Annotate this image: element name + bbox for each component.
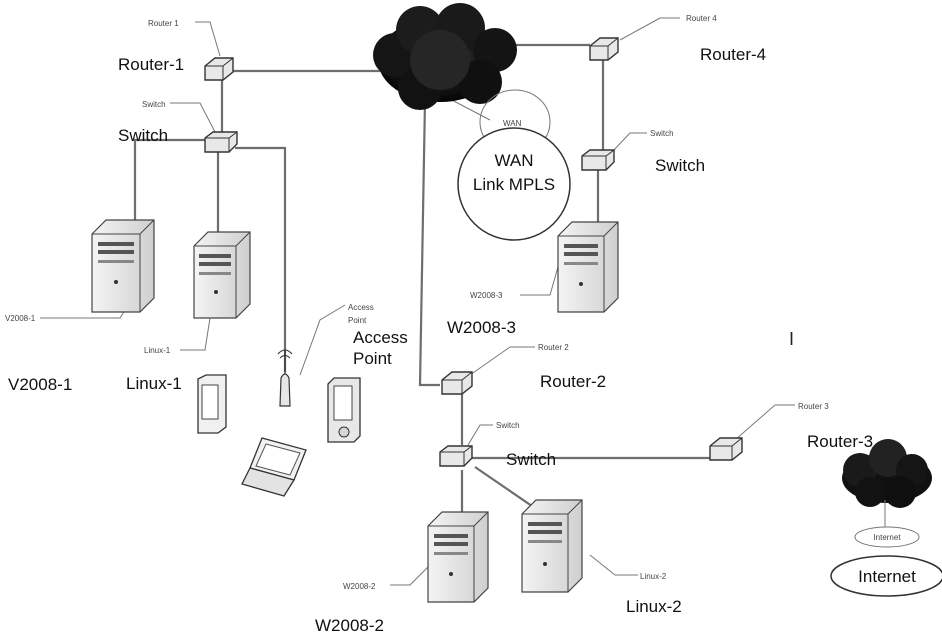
router2-icon [441,371,473,395]
laptop-icon [241,437,307,497]
text-cursor-mark: I [789,329,794,349]
access-point-small-label-2: Point [348,316,367,325]
linux1-small-label: Linux-1 [144,346,171,355]
router4-small-label: Router 4 [686,14,717,23]
v2008-1-server-icon [91,219,155,313]
v2008-1-small-label: V2008-1 [5,314,36,323]
router3-small-label: Router 3 [798,402,829,411]
leader-lines [40,17,795,586]
w2008-2-small-label: W2008-2 [343,582,376,591]
access-point-label-1: Access [353,328,408,347]
switch2-icon [439,445,473,467]
tablet-icon [197,374,227,434]
router4-icon [589,37,619,61]
linux2-small-label: Linux-2 [640,572,667,581]
router3-label: Router-3 [807,432,873,451]
link-cloud-router2 [418,99,440,387]
wan-small-label: WAN [503,119,522,128]
access-point-small-label-1: Access [348,303,374,312]
switch1-label: Switch [118,126,168,145]
linux2-label: Linux-2 [626,597,682,616]
w2008-3-server-icon [557,221,619,313]
w2008-2-server-icon [427,511,489,603]
internet-small-ellipse [854,526,920,548]
switch4-label: Switch [655,156,705,175]
wan-circle [457,127,571,241]
linux1-server-icon [193,231,251,319]
switch2-label: Switch [506,450,556,469]
internet-ellipse [830,555,942,597]
v2008-1-label: V2008-1 [8,375,72,394]
wan-label-line2: Link MPLS [473,175,555,194]
wan-label-line1: WAN [494,151,533,170]
link-cloud-wan [447,97,491,121]
router3-icon [709,437,743,461]
switch1-icon [204,131,238,153]
w2008-2-label: W2008-2 [315,616,384,635]
small-labels: Router 1 Switch Router 4 Switch W2008-3 … [5,14,829,591]
internet-small-label: Internet [873,533,901,542]
wan-cloud-icon [373,3,517,110]
pda-icon [327,377,361,443]
w2008-3-small-label: W2008-3 [470,291,503,300]
router2-small-label: Router 2 [538,343,569,352]
switch2-small-label: Switch [496,421,520,430]
router1-icon [204,57,234,81]
switch4-icon [581,149,615,171]
link-switch1-access-point [235,146,287,372]
router1-label: Router-1 [118,55,184,74]
switch4-small-label: Switch [650,129,674,138]
large-labels: Router-1 Switch Router-4 Switch W2008-3 … [8,45,873,635]
router1-small-label: Router 1 [148,19,179,28]
w2008-3-label: W2008-3 [447,318,516,337]
internet-cloud-icon [842,439,932,508]
router2-label: Router-2 [540,372,606,391]
linux2-server-icon [521,499,583,593]
access-point-icon [277,349,293,407]
linux1-label: Linux-1 [126,374,182,393]
access-point-label-2: Point [353,349,392,368]
router4-label: Router-4 [700,45,766,64]
switch1-small-label: Switch [142,100,166,109]
link-switch1-v2008-1 [133,138,207,225]
internet-label: Internet [858,567,916,586]
